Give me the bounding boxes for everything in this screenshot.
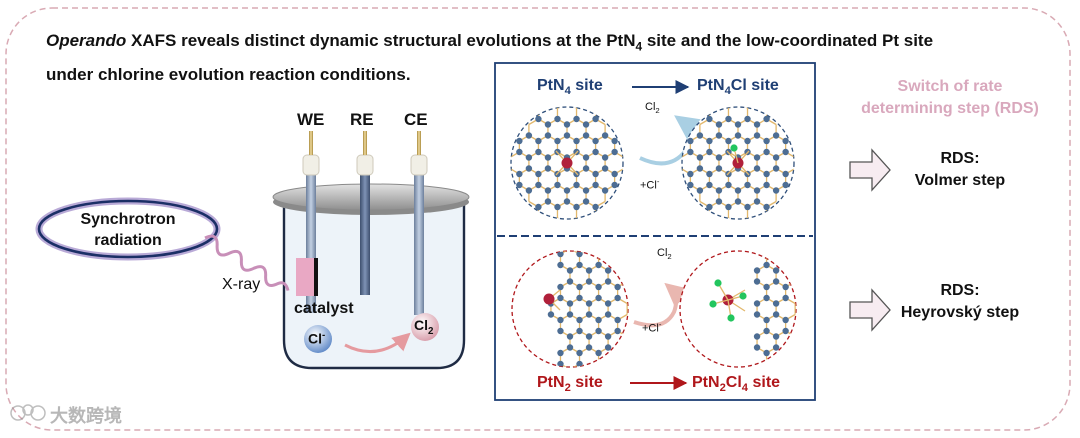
re-label: RE [350, 110, 374, 129]
cl2-label-bottom: Cl2 [657, 247, 672, 261]
reference-electrode [360, 175, 370, 295]
ce-pin [417, 131, 421, 155]
counter-electrode [414, 175, 424, 315]
ptn2-lattice [511, 250, 629, 368]
chloride-charge: - [322, 330, 326, 341]
ptn4cl-lattice [681, 106, 795, 220]
site-sub-2: 4 [741, 382, 749, 395]
synchrotron-label: Synchrotron radiation [52, 209, 204, 251]
chloride-label: Cl- [308, 330, 325, 347]
site-text-end: site [570, 77, 603, 94]
ptn2cl4-lattice [679, 250, 797, 368]
caption-sub: 4 [635, 39, 643, 54]
cl2-text: Cl [645, 101, 656, 113]
chlorine-sub: 2 [428, 325, 434, 337]
cl2-sub: 2 [655, 106, 660, 116]
we-pin [309, 131, 313, 155]
outer-frame [5, 7, 1071, 431]
plus-cl-charge: - [656, 177, 660, 186]
watermark-logo [10, 404, 46, 421]
rds-header: Switch of rate determining step (RDS) [840, 76, 1060, 120]
chloride-ion [304, 325, 332, 353]
caption-text-end: site and the low-coordinated Pt site [642, 31, 934, 50]
catalyst-layer [296, 258, 314, 296]
synchrotron-ring [37, 199, 219, 259]
cl2-sub: 2 [667, 252, 672, 262]
site-label-ptn4cl: PtN4Cl site [697, 77, 779, 97]
catalyst-label: catalyst [294, 300, 354, 317]
electrochemical-cell [272, 131, 470, 370]
rds-top-step: Volmer step [914, 172, 1006, 189]
we-cap [302, 154, 320, 176]
site-text-end: site [570, 374, 603, 391]
site-text-end: site [748, 374, 781, 391]
chlorine-text: Cl [414, 317, 428, 333]
cl2-text: Cl [657, 247, 668, 259]
ce-cap [410, 154, 428, 176]
site-label-ptn4: PtN4 site [537, 77, 603, 97]
site-sub: 2 [719, 382, 726, 395]
site-text: PtN [697, 77, 725, 94]
rds-header-line-1: Switch of rate [897, 78, 1003, 95]
chloride-text: Cl [308, 330, 322, 347]
xray-beam [204, 234, 290, 291]
chlorine-label: Cl2 [414, 317, 433, 337]
rds-bottom: RDS: Heyrovský step [894, 280, 1026, 324]
watermark-text: 大数跨境 [50, 406, 122, 427]
site-sub: 2 [564, 382, 571, 395]
synchrotron-line-1: Synchrotron [80, 211, 176, 228]
ptn4-lattice [510, 106, 624, 220]
cell-reaction-arrow [344, 332, 411, 353]
rds-top-title: RDS: [940, 150, 980, 167]
ce-label: CE [404, 110, 428, 129]
site-text-end: Cl site [730, 77, 779, 94]
plus-cl-label-top: +Cl- [640, 177, 659, 192]
site-label-ptn2cl4: PtN2Cl4 site [692, 374, 780, 394]
site-text: PtN [537, 77, 565, 94]
site-text: PtN [692, 374, 720, 391]
caption-text: XAFS reveals distinct dynamic structural… [126, 31, 636, 50]
chlorine-molecule [411, 313, 439, 341]
rds-top: RDS: Volmer step [900, 148, 1020, 192]
site-text-mid: Cl [725, 374, 742, 391]
re-cap [356, 154, 374, 176]
we-label: WE [297, 110, 325, 129]
caption-line-2: under chlorine evolution reaction condit… [46, 65, 411, 84]
site-label-ptn2: PtN2 site [537, 374, 603, 394]
rds-header-line-2: determining step (RDS) [861, 100, 1039, 117]
plus-cl-text: +Cl [640, 179, 657, 192]
plus-cl-charge: - [658, 320, 662, 329]
rds-bottom-title: RDS: [940, 282, 980, 299]
cl2-label-top: Cl2 [645, 101, 660, 115]
re-pin [363, 131, 367, 155]
working-electrode [306, 175, 316, 313]
rds-arrow-top [849, 148, 891, 192]
cell-lid [272, 183, 470, 211]
caption-line-1: Operando XAFS reveals distinct dynamic s… [46, 31, 933, 53]
synchrotron-line-2: radiation [94, 232, 162, 249]
caption-italic: Operando [46, 31, 127, 50]
catalyst-contact [314, 258, 318, 296]
bottom-reaction-arrow [633, 282, 691, 328]
site-text: PtN [537, 374, 565, 391]
sites-panel [494, 62, 816, 401]
xray-label: X-ray [222, 276, 261, 293]
site-sub: 4 [724, 85, 731, 98]
rds-arrow-bottom [849, 288, 891, 332]
site-sub: 4 [564, 85, 571, 98]
rds-bottom-step: Heyrovský step [900, 304, 1020, 321]
plus-cl-text: +Cl [642, 322, 659, 335]
plus-cl-label-bottom: +Cl- [642, 320, 661, 335]
